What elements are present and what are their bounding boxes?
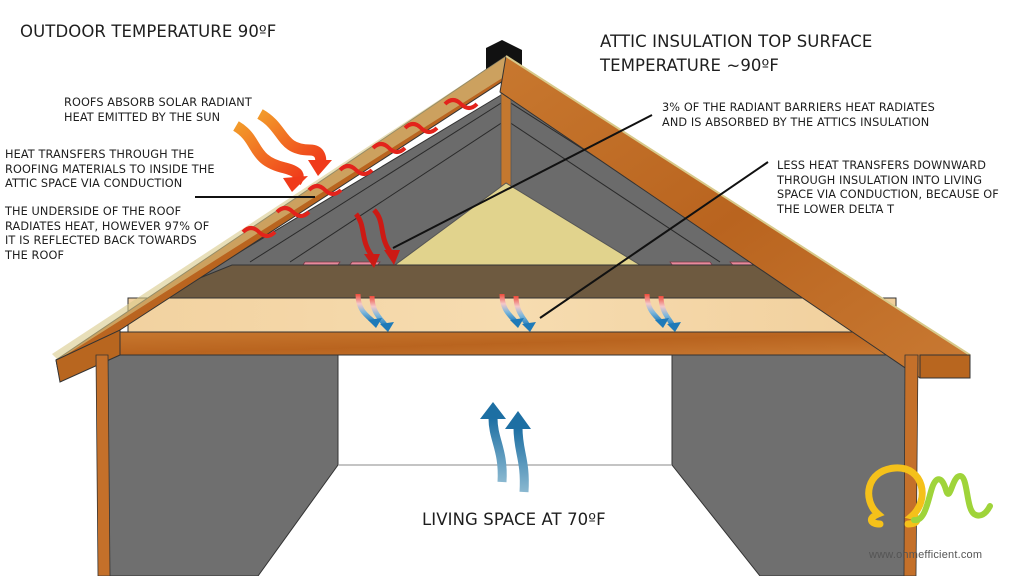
callout-leader-lines bbox=[195, 114, 769, 319]
left-back-wall bbox=[107, 354, 339, 577]
outdoor-temperature-title: OUTDOOR TEMPERATURE 90ºF bbox=[20, 22, 277, 41]
callout-underside-radiation: THE UNDERSIDE OF THE ROOF RADIATES HEAT,… bbox=[5, 205, 210, 262]
callout-roof-conduction: HEAT TRANSFERS THROUGH THE ROOFING MATER… bbox=[5, 148, 215, 190]
left-eave bbox=[55, 329, 121, 383]
attic-floor-band bbox=[149, 264, 832, 299]
roof-heat-conduction-squiggles bbox=[241, 98, 479, 238]
left-wall-stud bbox=[95, 354, 111, 577]
underside-radiation-arrows bbox=[353, 208, 394, 258]
logo-url-text: www.ohmefficient.com bbox=[869, 549, 983, 561]
callout-downward-conduction: LESS HEAT TRANSFERS DOWNWARD THROUGH INS… bbox=[777, 159, 999, 216]
callout-solar-absorption: ROOFS ABSORB SOLAR RADIANT HEAT EMITTED … bbox=[64, 96, 252, 124]
ohmefficient-logo bbox=[865, 464, 993, 528]
ceiling-joist bbox=[99, 331, 921, 356]
right-eave bbox=[919, 354, 971, 379]
right-back-wall bbox=[671, 354, 906, 577]
living-space-temperature-label: LIVING SPACE AT 70ºF bbox=[422, 510, 606, 529]
attic-surface-temperature-title: ATTIC INSULATION TOP SURFACE TEMPERATURE… bbox=[600, 32, 873, 75]
solar-radiation-arrows bbox=[232, 109, 327, 186]
right-wall-stud bbox=[903, 354, 919, 577]
callout-barrier-three-percent: 3% OF THE RADIANT BARRIERS HEAT RADIATES… bbox=[662, 101, 935, 129]
living-space-rising-air-arrows bbox=[488, 417, 529, 493]
